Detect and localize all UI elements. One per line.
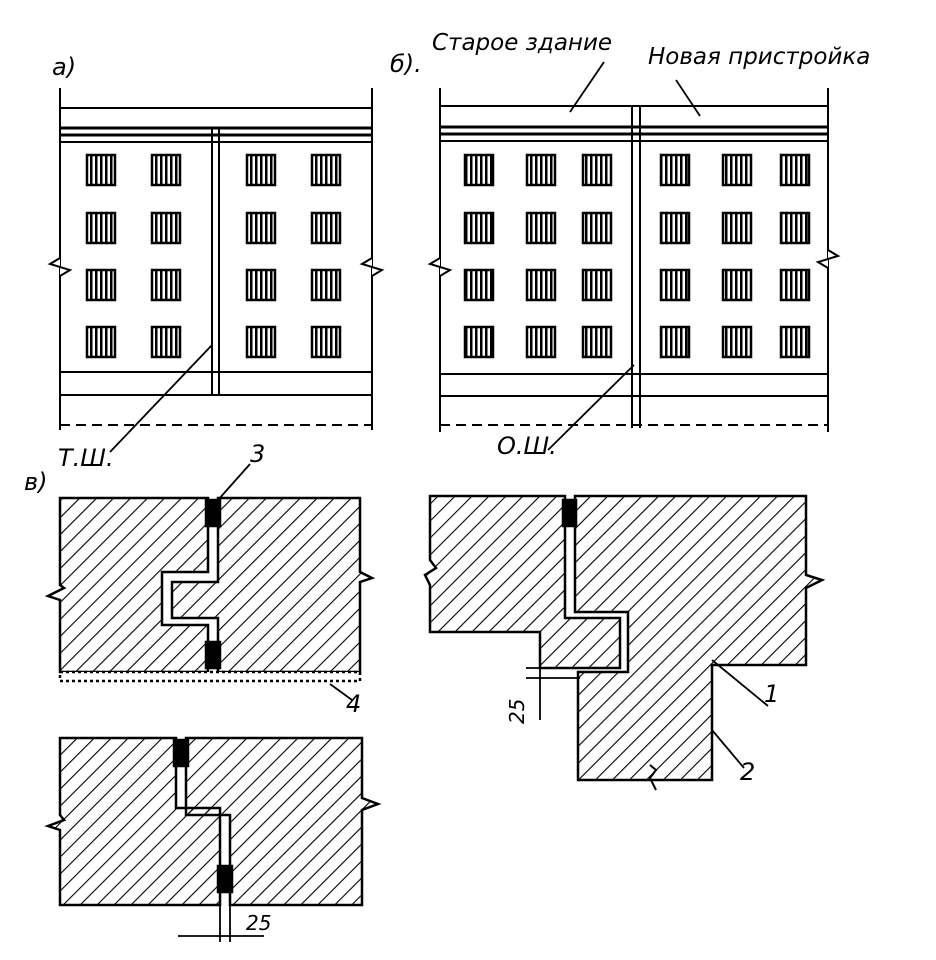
joint-section-3 <box>44 736 382 942</box>
panel-c-label: в) <box>24 468 48 496</box>
panel-b-label: б). <box>390 50 422 78</box>
joint-section-1 <box>44 463 376 701</box>
old-building-label: Старое здание <box>432 30 612 56</box>
callout-1: 1 <box>764 680 779 708</box>
expansion-joint-label: Т.Ш. <box>58 444 114 472</box>
windows-b <box>463 153 811 359</box>
callout-4: 4 <box>346 690 361 718</box>
elevation-a <box>47 88 385 453</box>
settlement-joint-label: О.Ш. <box>497 432 557 460</box>
dimension-joint-gap: 25 <box>246 911 271 935</box>
callout-2: 2 <box>740 758 755 786</box>
joint-section-2 <box>423 494 826 791</box>
elevation-b <box>427 61 841 451</box>
new-extension-label: Новая пристройка <box>648 44 870 70</box>
windows-a <box>85 153 342 359</box>
callout-3: 3 <box>250 440 265 468</box>
dimension-offset: 25 <box>505 699 529 724</box>
panel-a-label: а) <box>52 53 76 81</box>
